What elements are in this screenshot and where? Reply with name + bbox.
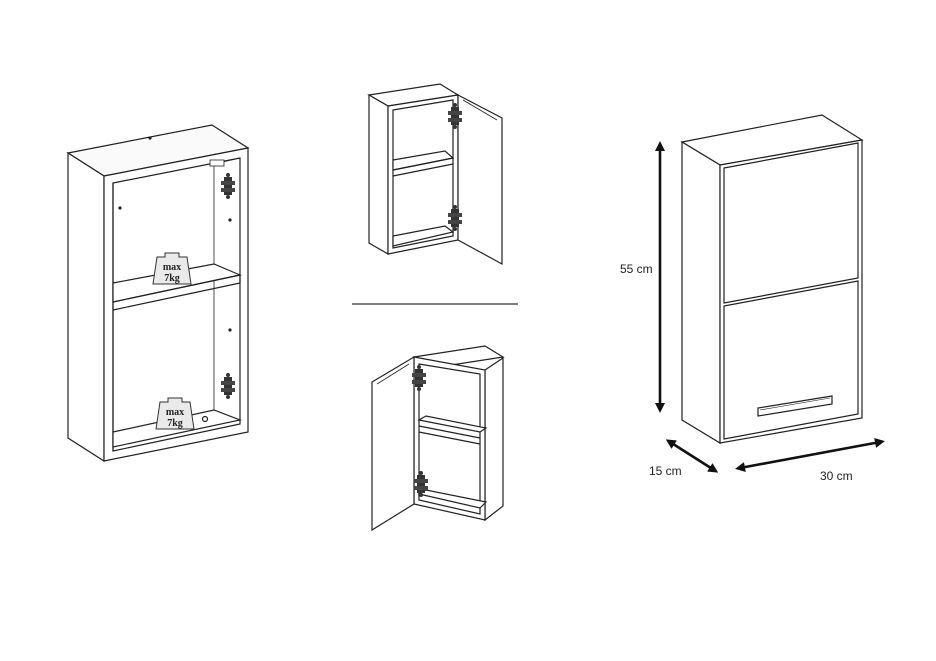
weight-label-max: max — [166, 407, 184, 418]
weight-label-kg: 7kg — [167, 418, 183, 429]
cabinet-left-side — [681, 140, 721, 445]
weight-badge-lower: max 7kg — [155, 397, 195, 430]
dimension-arrows — [655, 141, 885, 473]
weight-badge-upper: max 7kg — [152, 252, 192, 285]
cabinet-right-side — [484, 356, 504, 522]
lower-door — [723, 280, 859, 440]
width-label: 30 cm — [820, 469, 853, 483]
weight-label-kg: 7kg — [164, 273, 180, 284]
upper-door — [723, 142, 859, 304]
cabinet-left-side — [368, 93, 389, 256]
weight-label-max: max — [163, 262, 181, 273]
width-arrow — [735, 437, 885, 473]
door-open-left-view — [371, 345, 505, 532]
cabinet-door — [457, 94, 503, 266]
cabinet-door — [371, 355, 415, 532]
height-label: 55 cm — [620, 262, 653, 276]
door-open-right-view — [367, 83, 503, 266]
depth-arrow — [665, 439, 719, 473]
depth-label: 15 cm — [649, 464, 682, 478]
open-cabinet-view — [66, 124, 250, 463]
cabinet-left-side — [67, 151, 105, 463]
closed-cabinet-view — [680, 114, 864, 445]
